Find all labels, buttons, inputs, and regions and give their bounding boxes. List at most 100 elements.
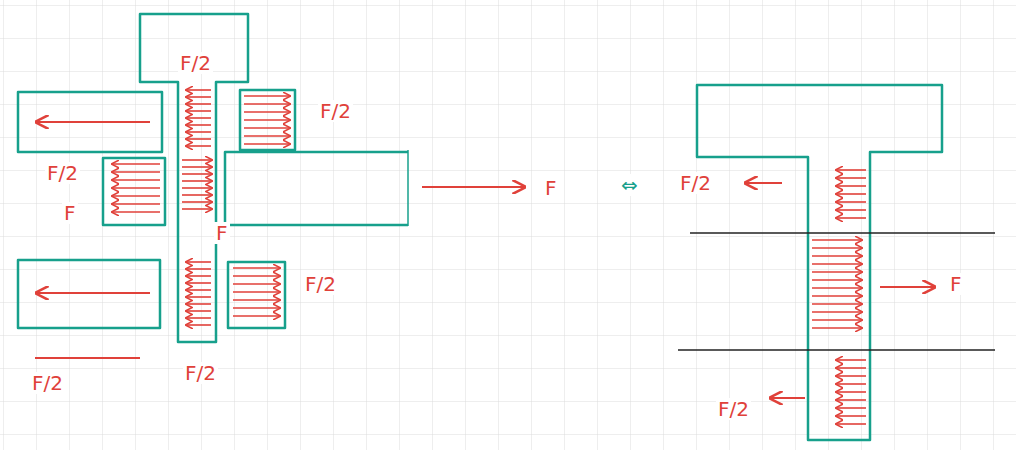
force-label: F/2	[178, 52, 213, 74]
pressure-arrow	[182, 194, 212, 196]
pressure-arrow	[186, 275, 211, 277]
pressure-arrow	[186, 110, 211, 112]
pressure-arrow	[182, 166, 212, 168]
pressure-arrow	[112, 179, 160, 181]
pressure-arrow	[836, 391, 866, 393]
pressure-arrow	[244, 143, 290, 145]
pressure-arrow	[836, 415, 866, 417]
pressure-arrow	[836, 185, 866, 187]
force-line	[35, 357, 140, 359]
pressure-arrow	[812, 303, 862, 305]
plate-boundary	[678, 349, 995, 351]
pressure-arrow	[812, 287, 862, 289]
pressure-arrow	[836, 177, 866, 179]
pressure-arrow	[812, 279, 862, 281]
pressure-arrow	[244, 111, 290, 113]
pressure-arrow	[186, 317, 211, 319]
force-label: F	[948, 273, 964, 295]
pressure-arrow	[186, 303, 211, 305]
plate-boundary	[690, 232, 995, 234]
pressure-arrow	[182, 173, 212, 175]
pressure-arrow	[186, 145, 211, 147]
middle-right-plate-end	[407, 150, 409, 226]
pressure-arrow	[186, 103, 211, 105]
force-label: F/2	[30, 372, 65, 394]
force-label: F/2	[183, 362, 218, 384]
pin-section	[697, 85, 942, 440]
pressure-arrow	[812, 271, 862, 273]
pressure-arrow	[836, 217, 866, 219]
pressure-arrow	[836, 423, 866, 425]
pressure-arrow	[233, 299, 280, 301]
middle-left-block	[103, 158, 165, 225]
pressure-arrow	[186, 117, 211, 119]
pressure-arrow	[182, 201, 212, 203]
upper-right-block	[240, 90, 295, 150]
pressure-arrow	[836, 367, 866, 369]
pressure-arrow	[233, 315, 280, 317]
pressure-arrow	[836, 399, 866, 401]
force-label: F	[62, 202, 78, 224]
pressure-arrow	[186, 296, 211, 298]
pressure-arrow	[186, 138, 211, 140]
pressure-arrow	[812, 239, 862, 241]
middle-right-plate	[225, 152, 408, 225]
pressure-arrow	[182, 187, 212, 189]
pressure-arrow	[836, 169, 866, 171]
force-arrow	[880, 286, 935, 288]
lower-right-block	[228, 262, 285, 328]
pressure-arrow	[186, 268, 211, 270]
pressure-arrow	[812, 255, 862, 257]
pressure-arrow	[182, 180, 212, 182]
force-arrow	[745, 182, 782, 184]
force-label: F/2	[303, 273, 338, 295]
pressure-arrow	[244, 135, 290, 137]
pressure-arrow	[244, 119, 290, 121]
equivalence-sign: ⇔	[619, 174, 640, 196]
force-arrow	[36, 121, 150, 123]
pressure-arrow	[812, 295, 862, 297]
pressure-arrow	[244, 127, 290, 129]
pressure-arrow	[186, 310, 211, 312]
force-label: F/2	[678, 172, 713, 194]
force-label: F	[214, 222, 230, 244]
pressure-arrow	[812, 247, 862, 249]
pressure-arrow	[112, 203, 160, 205]
pressure-arrow	[812, 263, 862, 265]
pressure-arrow	[836, 407, 866, 409]
pressure-arrow	[812, 319, 862, 321]
pin	[140, 14, 248, 342]
pressure-arrow	[836, 383, 866, 385]
force-label: F/2	[45, 162, 80, 184]
force-arrow	[770, 397, 805, 399]
force-arrow	[36, 292, 150, 294]
force-label: F/2	[318, 100, 353, 122]
force-label: F	[543, 177, 559, 199]
pressure-arrow	[812, 311, 862, 313]
pressure-arrow	[186, 282, 211, 284]
pressure-arrow	[233, 307, 280, 309]
pressure-arrow	[233, 291, 280, 293]
pressure-arrow	[112, 195, 160, 197]
pressure-arrow	[186, 289, 211, 291]
pressure-arrow	[233, 283, 280, 285]
pressure-arrow	[836, 375, 866, 377]
pressure-arrow	[186, 261, 211, 263]
pressure-arrow	[182, 208, 212, 210]
force-arrow	[422, 186, 525, 188]
pressure-arrow	[244, 95, 290, 97]
pressure-arrow	[112, 171, 160, 173]
pressure-arrow	[182, 159, 212, 161]
pressure-arrow	[244, 103, 290, 105]
pressure-arrow	[186, 124, 211, 126]
pressure-arrow	[836, 209, 866, 211]
pressure-arrow	[233, 275, 280, 277]
pressure-arrow	[812, 327, 862, 329]
upper-left-plate	[18, 92, 162, 152]
pressure-arrow	[233, 267, 280, 269]
pressure-arrow	[186, 131, 211, 133]
pressure-arrow	[836, 193, 866, 195]
